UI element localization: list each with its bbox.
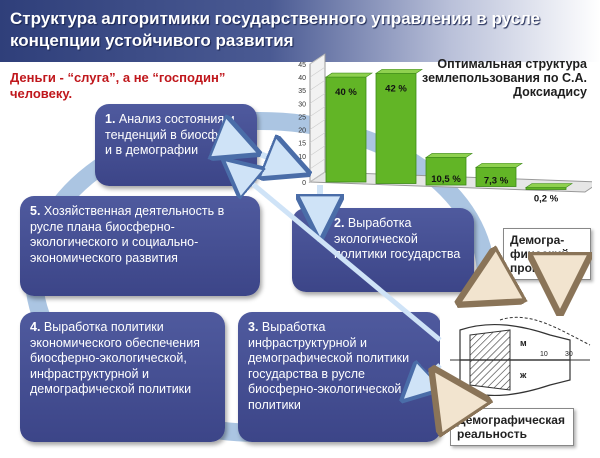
chart-bar-top xyxy=(425,153,473,158)
chart-bar xyxy=(375,72,417,184)
chart-data-label: 7,3 % xyxy=(484,176,509,187)
arrow-reality-step3 xyxy=(408,365,440,395)
step-2-panel: 2. Выработка экологической политики госу… xyxy=(292,208,474,292)
mini-xtick-30: 30 xyxy=(565,351,573,358)
chart-ytick-label: 35 xyxy=(298,88,306,95)
chart-ytick-label: 0 xyxy=(302,180,306,187)
chart-data-label: 42 % xyxy=(385,83,407,94)
arrow-reality-mini xyxy=(440,380,460,410)
arrow-step1-chart xyxy=(250,150,300,170)
step-3-text: Выработка инфраструктурной и демографиче… xyxy=(248,320,410,412)
step-5-text: Хозяйственная деятельность в русле плана… xyxy=(30,204,225,265)
chart-ytick-label: 45 xyxy=(298,62,306,69)
chart-gridline xyxy=(309,79,326,91)
chart-gridline xyxy=(309,93,326,104)
chart-bar-top xyxy=(375,69,423,74)
chart-bar-top xyxy=(525,183,573,188)
step-1-text: Анализ состояния и тенденций в биосфере … xyxy=(105,112,239,157)
mini-label-zh: ж xyxy=(519,370,527,380)
title-bar: Структура алгоритмики государственного у… xyxy=(0,0,600,62)
chart-ytick-label: 30 xyxy=(298,101,306,108)
mini-chart-dashed-curve xyxy=(499,316,591,346)
chart-bar xyxy=(425,157,467,186)
step-4-text: Выработка политики экономического обеспе… xyxy=(30,320,200,396)
page-title: Структура алгоритмики государственного у… xyxy=(10,9,541,50)
chart-data-label: 40 % xyxy=(335,87,357,98)
step-5-number: 5. xyxy=(30,204,41,218)
step-2-text: Выработка экологической политики государ… xyxy=(334,216,461,261)
arrow-forecast-step2 xyxy=(470,280,500,297)
slogan: Деньги - “слуга”, а не “господин” челове… xyxy=(10,70,226,101)
chart-gridline xyxy=(309,66,326,78)
mini-xtick-10: 10 xyxy=(540,351,548,358)
chart-ytick-label: 40 xyxy=(298,75,306,82)
step-5-panel: 5. Хозяйственная деятельность в русле пл… xyxy=(20,196,260,296)
step-3-number: 3. xyxy=(248,320,259,334)
step-4-number: 4. xyxy=(30,320,41,334)
chart-data-label: 10,5 % xyxy=(431,174,461,185)
chart-bar-top xyxy=(475,163,523,168)
step-4-panel: 4. Выработка политики экономического обе… xyxy=(20,312,225,442)
arrow-reality-step1 xyxy=(230,165,442,342)
chart-bar-top xyxy=(325,72,373,78)
mini-chart-curve-male xyxy=(459,323,571,361)
chart-gridline xyxy=(309,53,326,65)
chart-data-label: 0,2 % xyxy=(534,193,559,204)
mini-label-m: м xyxy=(520,338,527,348)
chart-title: Оптимальная структура землепользования п… xyxy=(422,57,587,99)
step-1-number: 1. xyxy=(105,112,116,126)
